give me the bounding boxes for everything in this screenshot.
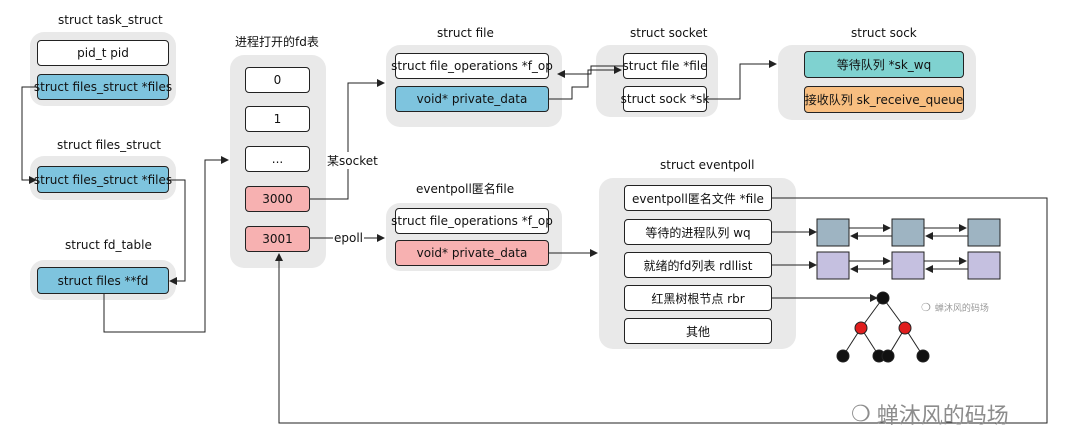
eventpoll-rdllist-field: 就绪的fd列表 rdllist bbox=[624, 252, 772, 278]
rb-root-node bbox=[876, 291, 890, 305]
struct-sock-title: struct sock bbox=[851, 26, 917, 40]
eventpoll-file-field: eventpoll匿名文件 *file bbox=[624, 185, 772, 211]
epfile-f-op-field: struct file_operations *f_op bbox=[391, 208, 553, 234]
file-private-data-field: void* private_data bbox=[395, 86, 549, 112]
wq-node-1 bbox=[816, 218, 850, 247]
arrow-eventpoll-to-3001 bbox=[275, 197, 1048, 424]
rb-leaf-1 bbox=[836, 349, 850, 363]
files-struct-files-field: struct files_struct *files bbox=[34, 166, 172, 193]
task-struct-title: struct task_struct bbox=[58, 13, 163, 27]
rdllist-node-3 bbox=[967, 251, 1001, 280]
arrow-socket-to-sock bbox=[707, 60, 777, 100]
fd-list-title: 进程打开的fd表 bbox=[235, 35, 319, 49]
sock-receive-queue-field: 接收队列 sk_receive_queue bbox=[804, 86, 964, 113]
file-f-op-field: struct file_operations *f_op bbox=[391, 53, 553, 79]
files-struct-title: struct files_struct bbox=[57, 138, 161, 152]
watermark-text: 蝉沐风的码场 bbox=[876, 404, 1009, 429]
sock-wq-field: 等待队列 *sk_wq bbox=[804, 51, 964, 78]
watermark: ❍ 蝉沐风的码场 bbox=[851, 398, 1009, 430]
wq-node-3 bbox=[967, 218, 1001, 247]
arrow-fdtable-to-fdlist bbox=[103, 156, 229, 333]
small-watermark-text: 蝉沐风的码场 bbox=[934, 304, 989, 314]
fd-item-3001: 3001 bbox=[245, 226, 310, 252]
task-files-field: struct files_struct *files bbox=[34, 74, 172, 100]
eventpoll-file-title: eventpoll匿名file bbox=[416, 182, 515, 196]
fd-item-ellipsis: ... bbox=[245, 146, 310, 172]
rb-left-node bbox=[854, 321, 868, 335]
socket-file-field: struct file *file bbox=[623, 53, 708, 79]
rb-right-node bbox=[898, 321, 912, 335]
fd-item-3000: 3000 bbox=[245, 186, 310, 212]
arrow-file-to-socket bbox=[549, 66, 622, 100]
rb-leaf-3 bbox=[881, 349, 895, 363]
eventpoll-wq-field: 等待的进程队列 wq bbox=[624, 219, 772, 245]
eventpoll-rbr-field: 红黑树根节点 rbr bbox=[624, 285, 772, 311]
fd-item-1: 1 bbox=[245, 106, 310, 132]
struct-file-title: struct file bbox=[437, 26, 494, 40]
struct-socket-title: struct socket bbox=[630, 26, 708, 40]
eventpoll-other-field: 其他 bbox=[624, 318, 772, 344]
rdllist-node-2 bbox=[891, 251, 925, 280]
edge-label-socket: 某socket bbox=[326, 152, 379, 169]
wechat-icon: ❍ bbox=[851, 401, 871, 427]
fd-array-field: struct files **fd bbox=[37, 267, 169, 294]
wq-node-2 bbox=[891, 218, 925, 247]
arrow-task-to-files bbox=[21, 86, 37, 184]
rdllist-node-1 bbox=[816, 251, 850, 280]
arrow-files-to-fdtable bbox=[169, 179, 186, 285]
small-watermark: ❍ 蝉沐风的码场 bbox=[921, 301, 989, 314]
fd-table-title: struct fd_table bbox=[65, 238, 152, 252]
edge-label-epoll: epoll bbox=[333, 231, 365, 245]
wechat-icon: ❍ bbox=[921, 301, 931, 314]
arrow-3000-to-file bbox=[310, 79, 385, 200]
eventpoll-title: struct eventpoll bbox=[660, 158, 755, 172]
rb-leaf-4 bbox=[916, 349, 930, 363]
socket-sk-field: struct sock *sk bbox=[621, 86, 709, 112]
rb-tree bbox=[836, 291, 930, 363]
pid-field: pid_t pid bbox=[37, 40, 169, 66]
fd-item-0: 0 bbox=[245, 67, 310, 93]
epfile-private-data-field: void* private_data bbox=[395, 240, 549, 266]
